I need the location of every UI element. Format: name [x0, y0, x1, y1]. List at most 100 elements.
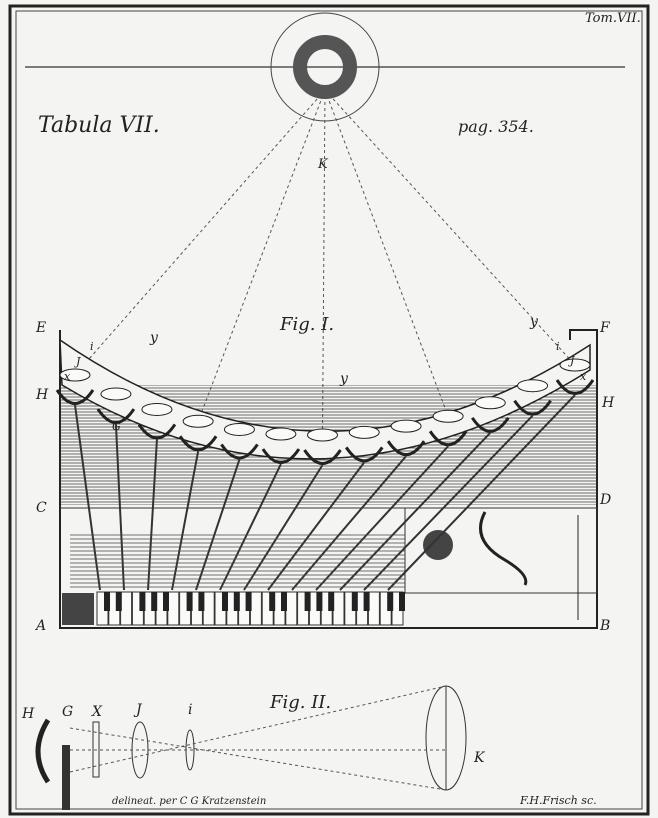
concave-mirror	[55, 389, 95, 405]
label-J-left: J	[74, 355, 81, 368]
lens	[348, 425, 380, 439]
string-rod	[195, 459, 241, 591]
black-key	[328, 592, 335, 611]
string-rod	[243, 464, 324, 591]
black-key	[198, 592, 205, 611]
fig2-label-X: X	[91, 704, 103, 720]
concave-mirror	[513, 399, 552, 416]
white-key	[332, 591, 345, 626]
label-E: E	[35, 320, 46, 336]
black-key	[351, 592, 358, 611]
black-key	[316, 592, 323, 611]
white-key	[167, 591, 180, 626]
credit-engraver: F.H.Frisch sc.	[519, 794, 597, 807]
lens	[474, 396, 506, 410]
black-key	[222, 592, 228, 611]
fig2-label-i: i	[188, 702, 192, 718]
fig2-label-J: J	[133, 702, 143, 718]
fig2-diagram	[35, 685, 467, 810]
fig2-title: Fig. II.	[269, 692, 331, 713]
lens	[265, 427, 297, 441]
black-key	[304, 592, 311, 611]
lens	[517, 379, 549, 393]
fig2-label-G: G	[62, 704, 73, 720]
string-rod	[147, 439, 158, 591]
lens	[223, 422, 255, 436]
black-key	[186, 592, 193, 611]
label-y-center: y	[339, 371, 349, 387]
black-key	[399, 592, 405, 611]
concave-mirror	[344, 446, 384, 463]
concave-mirror	[303, 449, 342, 465]
concave-mirror	[471, 416, 510, 433]
ray	[197, 89, 326, 422]
string-rod	[267, 461, 366, 591]
label-A: A	[34, 618, 46, 634]
string-rod	[219, 463, 282, 591]
black-key	[281, 592, 287, 611]
string-rod	[363, 414, 534, 591]
ray	[322, 89, 326, 436]
lens-row	[55, 358, 595, 465]
black-key	[387, 592, 394, 611]
ray	[324, 89, 576, 366]
label-i-left: i	[90, 340, 94, 353]
string-rod	[339, 432, 492, 591]
concave-mirror	[178, 435, 218, 452]
concave-mirror	[428, 430, 468, 447]
label-D: D	[599, 492, 611, 508]
concave-mirror	[96, 408, 136, 425]
black-key	[139, 592, 146, 611]
string-rod	[291, 455, 407, 591]
white-key	[285, 591, 298, 626]
label-B: B	[599, 618, 610, 634]
label-H-left: H	[35, 387, 49, 403]
fig2-label-K: K	[473, 750, 486, 766]
string-rod	[114, 423, 125, 591]
black-key	[115, 592, 122, 611]
white-key	[202, 591, 215, 626]
concave-mirror	[137, 423, 177, 440]
label-K: K	[317, 157, 329, 172]
lens	[307, 428, 338, 442]
strings	[70, 394, 576, 591]
label-J-right: J	[568, 354, 575, 367]
inner-border	[15, 10, 643, 810]
black-key	[151, 592, 158, 611]
credit-delineator: delineat. per C G Kratzenstein	[112, 796, 266, 807]
label-C: C	[36, 500, 47, 516]
black-key	[104, 592, 110, 611]
label-H-right: H	[601, 395, 615, 411]
lens	[59, 368, 91, 382]
lens	[100, 387, 132, 401]
black-key	[233, 592, 240, 611]
string-rod	[387, 394, 576, 591]
label-y-right: y	[529, 314, 539, 330]
black-key	[245, 592, 252, 611]
plate-title: Tabula VII.	[38, 113, 160, 138]
white-key	[367, 591, 380, 626]
lens	[182, 414, 214, 428]
black-key	[363, 592, 370, 611]
fig2-label-H: H	[21, 706, 35, 722]
white-key	[120, 591, 133, 626]
light-rays	[74, 89, 576, 436]
concave-mirror	[220, 443, 259, 460]
label-x-left: x	[64, 370, 71, 383]
lens	[432, 409, 464, 423]
page-reference: pag. 354.	[458, 117, 534, 136]
concave-mirror	[261, 448, 301, 465]
white-key	[249, 591, 262, 626]
string-rod	[315, 445, 449, 591]
ray	[324, 89, 449, 417]
fig1-title: Fig. I.	[279, 314, 334, 335]
lens	[559, 358, 591, 372]
label-G-left: G	[112, 420, 121, 433]
outer-border	[8, 4, 650, 816]
label-i-right: i	[556, 340, 560, 353]
lens	[141, 402, 173, 416]
concave-mirror	[555, 379, 595, 395]
keyboard	[96, 591, 405, 626]
volume-label: Tom.VII.	[585, 11, 641, 26]
